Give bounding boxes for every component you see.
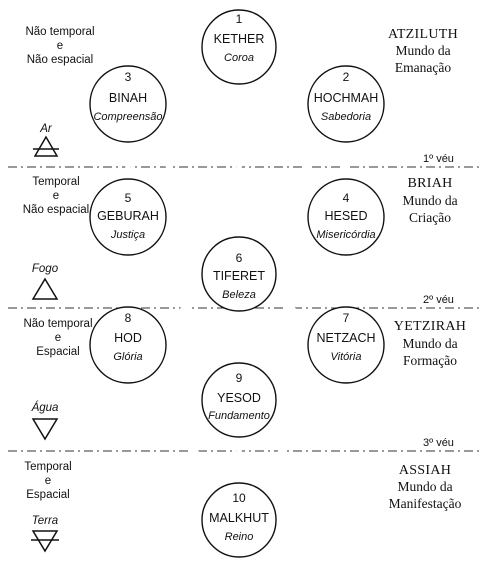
world-title: ASSIAH (399, 463, 451, 478)
sefirah-name: HESED (324, 209, 367, 223)
sefirah-name: BINAH (109, 91, 147, 105)
sefirah-number: 7 (343, 311, 350, 325)
sefirah-tiferet: 6 TIFERET Beleza (201, 236, 277, 312)
sefirah-netzach: 7 NETZACH Vitória (307, 306, 385, 384)
fire-triangle-icon (31, 277, 59, 300)
world-subtitle: Criação (409, 210, 451, 225)
sefirah-number: 3 (125, 70, 132, 84)
sefirah-yesod: 9 YESOD Fundamento (201, 362, 277, 438)
elements: Ar Fogo Água Terra (31, 123, 59, 553)
water-triangle-icon (31, 418, 59, 441)
sefirah-circle (201, 482, 277, 558)
sefirah-meaning: Vitória (331, 351, 362, 363)
element-label-terra: Terra (32, 515, 58, 527)
left-label-atziluth: Não temporal e Não espacial (25, 26, 94, 66)
left-label-briah: Temporal e Não espacial (23, 176, 89, 216)
world-subtitle: Mundo da (402, 336, 457, 351)
sefirah-number: 8 (125, 311, 132, 325)
sefirah-hesed: 4 HESED Misericórdia (307, 178, 385, 256)
sefirah-number: 5 (125, 191, 132, 205)
sefirah-circle (307, 65, 385, 143)
sefirah-number: 4 (343, 191, 350, 205)
sefirah-circle (307, 306, 385, 384)
world-subtitle: Mundo da (402, 193, 457, 208)
sefirah-name: TIFERET (213, 269, 265, 283)
left-label-line: e (57, 40, 63, 52)
sefirah-circle (201, 362, 277, 438)
sefirah-binah: 3 BINAH Compreensão (89, 65, 167, 143)
earth-triangle-icon (31, 530, 59, 553)
sefirah-geburah: 5 GEBURAH Justiça (89, 178, 167, 256)
sefirah-meaning: Justiça (110, 229, 145, 241)
sefirah-name: MALKHUT (209, 511, 269, 525)
sefirah-name: NETZACH (316, 331, 375, 345)
left-labels: Não temporal e Não espacial Temporal e N… (23, 26, 95, 501)
world-yetzirah: YETZIRAH Mundo da Formação (394, 319, 466, 368)
world-subtitle: Mundo da (395, 43, 450, 58)
sefirah-circle (307, 178, 385, 256)
left-label-line: e (53, 190, 59, 202)
sefirah-circle (89, 178, 167, 256)
left-label-line: Não temporal (23, 318, 92, 330)
sefirah-name: HOD (114, 331, 142, 345)
sefirah-circle (89, 65, 167, 143)
sefirah-meaning: Reino (225, 531, 254, 543)
sefirah-malkhut: 10 MALKHUT Reino (201, 482, 277, 558)
element-label-ar: Ar (39, 123, 53, 135)
left-label-line: Não espacial (27, 54, 93, 66)
world-subtitle: Formação (403, 353, 457, 368)
sefirah-meaning: Misericórdia (316, 229, 375, 241)
worlds: ATZILUTH Mundo da Emanação BRIAH Mundo d… (388, 27, 466, 511)
sefirah-number: 6 (236, 251, 243, 265)
sefirah-circle (89, 306, 167, 384)
world-title: YETZIRAH (394, 319, 466, 334)
left-label-line: Espacial (26, 489, 69, 501)
left-label-line: e (55, 332, 61, 344)
sefirah-name: YESOD (217, 391, 261, 405)
sefirah-number: 9 (236, 371, 243, 385)
sefirah-number: 2 (343, 70, 350, 84)
sefirah-meaning: Sabedoria (321, 111, 371, 123)
world-subtitle: Manifestação (389, 496, 462, 511)
sefirah-meaning: Beleza (222, 289, 256, 301)
sefirah-circle (201, 9, 277, 85)
veil-label-1: 1º véu (423, 153, 454, 165)
world-briah: BRIAH Mundo da Criação (402, 176, 457, 225)
element-label-fogo: Fogo (32, 263, 59, 275)
left-label-assiah: Temporal e Espacial (24, 461, 71, 501)
world-title: ATZILUTH (388, 27, 458, 42)
world-assiah: ASSIAH Mundo da Manifestação (389, 463, 462, 511)
left-label-line: Temporal (24, 461, 71, 473)
sefirah-meaning: Fundamento (208, 410, 270, 422)
sefirah-kether: 1 KETHER Coroa (201, 9, 277, 85)
sefirah-circle (201, 236, 277, 312)
left-label-line: e (45, 475, 51, 487)
sefirah-name: HOCHMAH (314, 91, 379, 105)
world-subtitle: Emanação (395, 60, 451, 75)
sefirot: 1 KETHER Coroa 2 HOCHMAH Sabedoria 3 BIN… (89, 9, 385, 558)
sefirah-name: GEBURAH (97, 209, 159, 223)
sefirah-meaning: Coroa (224, 52, 254, 64)
element-label-agua: Água (31, 401, 59, 414)
veil-label-2: 2º véu (423, 294, 454, 306)
left-label-line: Temporal (32, 176, 79, 188)
air-triangle-icon (33, 135, 59, 157)
sefirah-hochmah: 2 HOCHMAH Sabedoria (307, 65, 385, 143)
left-label-yetzirah: Não temporal e Espacial (23, 318, 92, 358)
sefirah-number: 10 (232, 491, 246, 505)
left-label-line: Não temporal (25, 26, 94, 38)
sefirah-hod: 8 HOD Glória (89, 306, 167, 384)
sefirah-number: 1 (236, 12, 243, 26)
left-label-line: Não espacial (23, 204, 89, 216)
sefirah-name: KETHER (214, 32, 265, 46)
world-title: BRIAH (407, 176, 452, 191)
veils: 1º véu 2º véu 3º véu (8, 153, 482, 452)
world-subtitle: Mundo da (397, 479, 452, 494)
veil-label-3: 3º véu (423, 437, 454, 449)
world-atziluth: ATZILUTH Mundo da Emanação (388, 27, 458, 75)
sefirah-meaning: Glória (113, 351, 142, 363)
sefirah-meaning: Compreensão (93, 111, 162, 123)
left-label-line: Espacial (36, 346, 79, 358)
